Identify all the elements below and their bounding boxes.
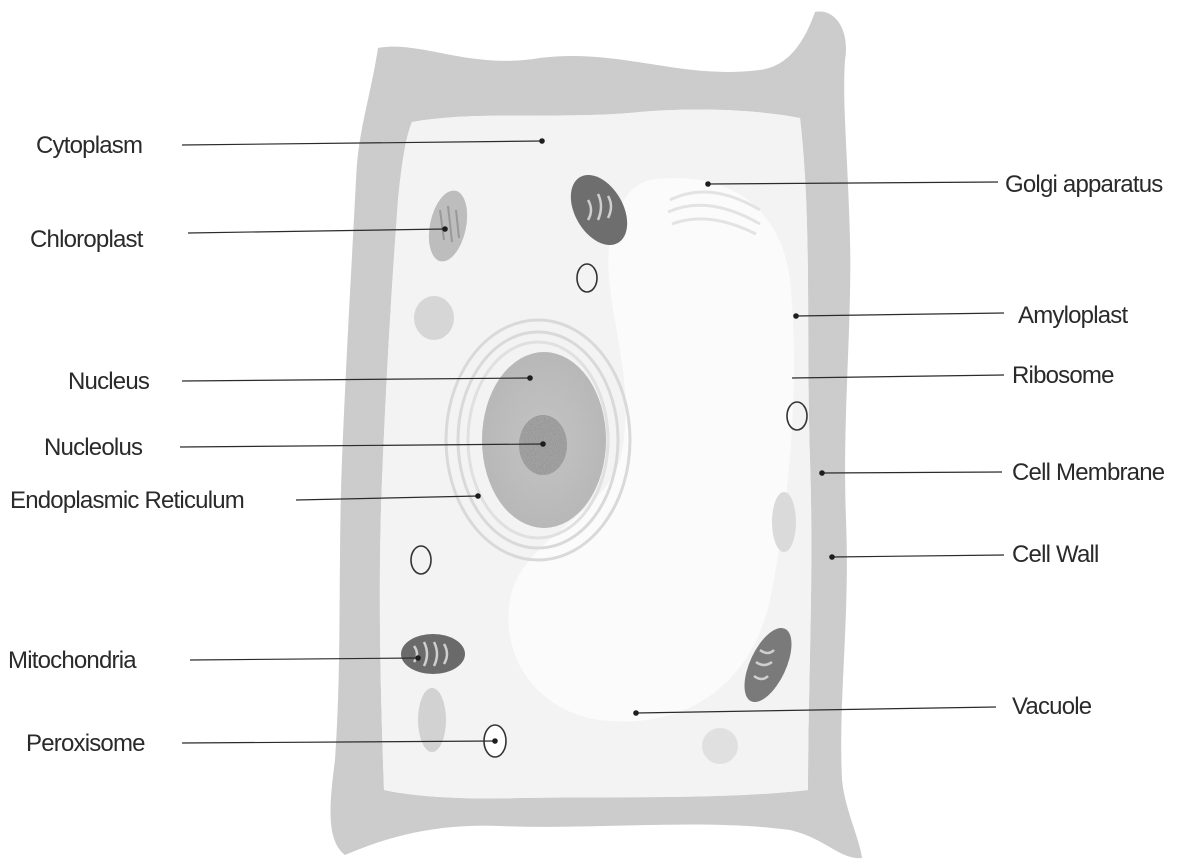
label-cytoplasm-text: Cytoplasm <box>36 132 142 159</box>
label-vacuole-text: Vacuole <box>1012 693 1092 720</box>
label-mitochondria-text: Mitochondria <box>8 647 137 674</box>
label-golgi-text: Golgi apparatus <box>1005 171 1163 198</box>
label-nucleolus-text: Nucleolus <box>44 434 143 461</box>
label-ribosome-text: Ribosome <box>1012 362 1114 389</box>
label-peroxisome-text: Peroxisome <box>26 730 145 757</box>
label-cell-wall-text: Cell Wall <box>1012 541 1099 568</box>
label-nucleus-text: Nucleus <box>68 368 150 395</box>
label-cell-membrane: Cell Membrane <box>819 459 1165 486</box>
label-cell-wall: Cell Wall <box>829 541 1098 568</box>
label-chloroplast-text: Chloroplast <box>30 226 144 253</box>
label-amyloplast-text: Amyloplast <box>1018 302 1129 329</box>
label-cell-membrane-text: Cell Membrane <box>1012 459 1165 486</box>
label-er-text: Endoplasmic Reticulum <box>10 487 244 514</box>
